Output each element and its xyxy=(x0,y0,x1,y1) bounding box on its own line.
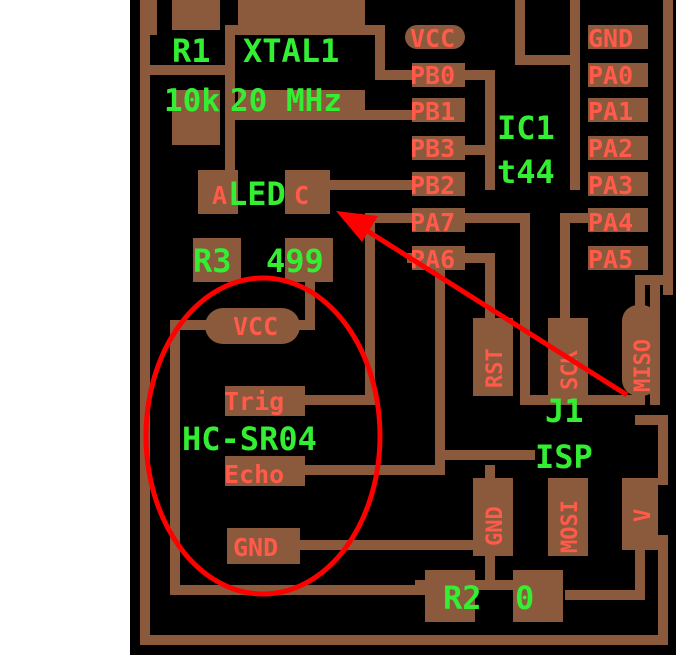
ic1-pin-pb2: PB2 xyxy=(410,171,455,200)
xtal1-ref: XTAL1 xyxy=(243,32,339,70)
pad xyxy=(412,98,465,122)
ic1-pin-pb1: PB1 xyxy=(410,97,455,126)
xtal1-value: 20 MHz xyxy=(230,83,342,119)
pad xyxy=(238,0,365,30)
pad xyxy=(548,478,588,556)
annotation xyxy=(143,217,629,597)
r3-ref: R3 xyxy=(193,242,232,280)
pad xyxy=(225,456,305,486)
r1-ref: R1 xyxy=(172,32,211,70)
r3-value: 499 xyxy=(266,242,324,280)
pad xyxy=(588,25,648,49)
ic1-ref: IC1 xyxy=(497,109,555,147)
j1-pin-gnd: GND xyxy=(483,506,508,546)
r2-value: 0 xyxy=(515,579,534,617)
ic1-pin-pa4: PA4 xyxy=(588,208,633,237)
ic1-pin-gnd: GND xyxy=(588,24,633,53)
pad xyxy=(412,208,465,232)
pad xyxy=(513,570,563,622)
sensor-pin-trig: Trig xyxy=(224,387,284,416)
ic1-pin-pa1: PA1 xyxy=(588,97,633,126)
ic1-pin-pb3: PB3 xyxy=(410,134,455,163)
j1-pin-mosi: MOSI xyxy=(558,500,583,553)
annotation-arrowhead xyxy=(336,211,378,242)
pad xyxy=(588,246,648,270)
pad xyxy=(588,136,648,160)
ic1-value: t44 xyxy=(497,153,555,191)
pad xyxy=(588,208,648,232)
pad xyxy=(227,528,300,564)
pad xyxy=(588,63,648,87)
j1-ref: J1 xyxy=(545,392,584,430)
pad xyxy=(425,570,475,622)
ic1-pin-pb0: PB0 xyxy=(410,61,455,90)
pad xyxy=(473,318,513,396)
annotation-arrow-line xyxy=(348,217,629,398)
ic1-pin-pa6: PA6 xyxy=(410,245,455,274)
pad xyxy=(622,478,658,550)
sensor-pin-echo: Echo xyxy=(224,460,284,489)
pad xyxy=(225,386,305,416)
pad xyxy=(172,0,220,30)
ic1-pin-pa3: PA3 xyxy=(588,171,633,200)
led-cathode-label: C xyxy=(294,181,309,210)
pad xyxy=(193,238,241,282)
pad xyxy=(412,63,465,87)
pad xyxy=(198,170,238,214)
j1-value: ISP xyxy=(535,438,593,476)
pad xyxy=(172,90,220,145)
highlight-ellipse xyxy=(143,275,383,597)
j1-pin-v: V xyxy=(631,509,656,522)
pad xyxy=(622,305,658,396)
pad xyxy=(405,25,465,49)
pad xyxy=(588,98,648,122)
j1-pin-miso: MISO xyxy=(631,339,656,392)
pad xyxy=(412,136,465,160)
ic1-pin-pa7: PA7 xyxy=(410,208,455,237)
ic1-pin-pa5: PA5 xyxy=(588,245,633,274)
sensor-pin-vcc: VCC xyxy=(233,312,278,341)
j1-pin-rst: RST xyxy=(483,348,508,388)
pad xyxy=(285,238,333,282)
copper-pads xyxy=(172,0,658,622)
r2-ref: R2 xyxy=(443,579,482,617)
pad xyxy=(412,172,465,196)
pad xyxy=(588,172,648,196)
pad xyxy=(238,90,365,120)
sensor-name: HC-SR04 xyxy=(182,420,317,458)
ic1-pin-pa0: PA0 xyxy=(588,61,633,90)
pad xyxy=(205,308,300,344)
ic1-pin-vcc: VCC xyxy=(410,24,455,53)
sensor-pin-gnd: GND xyxy=(233,533,278,562)
pad xyxy=(473,478,513,556)
led-anode-label: A xyxy=(212,181,227,210)
led-ref: LED xyxy=(228,175,286,213)
pad xyxy=(285,170,330,214)
ic1-pin-pa2: PA2 xyxy=(588,134,633,163)
r1-value: 10k xyxy=(164,83,220,119)
